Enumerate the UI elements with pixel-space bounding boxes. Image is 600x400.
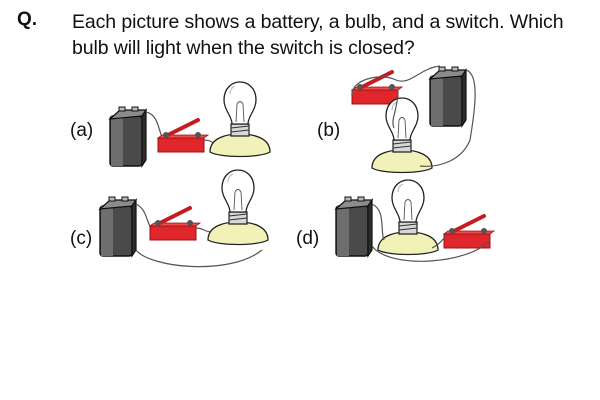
option-c-label: (c) [70, 228, 93, 249]
option-a-label: (a) [70, 120, 94, 141]
question-text: Each picture shows a battery, a bulb, an… [72, 11, 564, 59]
circuit-d [335, 179, 496, 262]
option-d-label: (d) [296, 228, 320, 249]
question-label: Q. [17, 9, 38, 30]
option-b-label: (b) [317, 120, 341, 141]
circuit-c [99, 169, 269, 268]
circuit-b [350, 65, 476, 174]
circuit-a [109, 81, 271, 167]
